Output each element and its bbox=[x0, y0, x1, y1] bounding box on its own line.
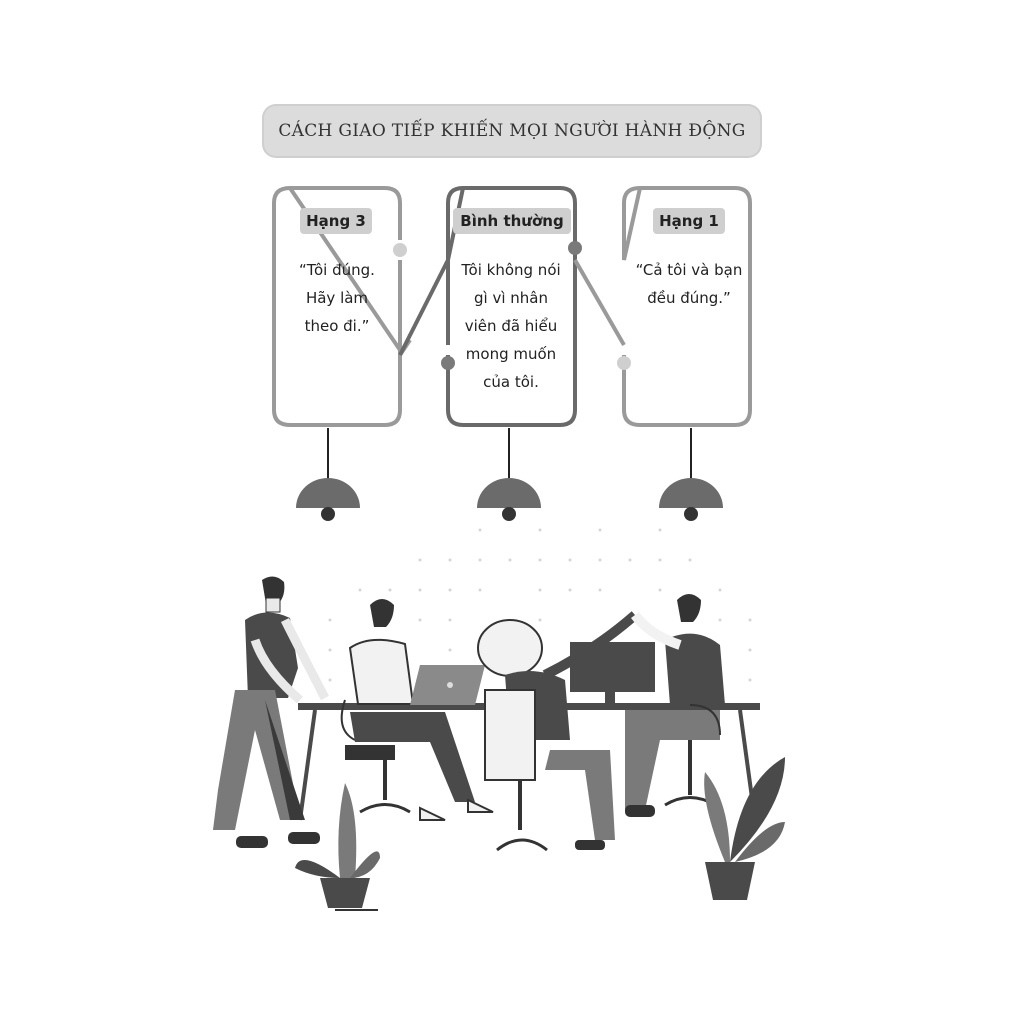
card-text-line: Tôi không nói bbox=[461, 261, 561, 279]
card-text-line: đều đúng.” bbox=[647, 289, 731, 307]
card-text-line: “Tôi đúng. bbox=[299, 261, 375, 279]
card-label-hang-1: Hạng 1 bbox=[653, 208, 725, 234]
card-text-line: “Cả tôi và bạn bbox=[635, 261, 743, 279]
card-text-line: của tôi. bbox=[483, 373, 539, 391]
card-connector-dot bbox=[441, 356, 455, 370]
card-text-line: Hãy làm bbox=[305, 289, 369, 307]
card-text-line: theo đi.” bbox=[304, 317, 370, 335]
card-label-binh-thuong: Bình thường bbox=[453, 208, 571, 234]
card-body-binh-thuong: Tôi không nói gì vì nhân viên đã hiểu mo… bbox=[436, 256, 586, 396]
card-text-line: viên đã hiểu bbox=[464, 317, 558, 335]
banner-title: CÁCH GIAO TIẾP KHIẾN MỌI NGƯỜI HÀNH ĐỘNG bbox=[278, 121, 746, 141]
card-text-line: mong muốn bbox=[465, 345, 557, 363]
seated-man-right-figure bbox=[625, 594, 725, 817]
title-banner: CÁCH GIAO TIẾP KHIẾN MỌI NGƯỜI HÀNH ĐỘNG bbox=[264, 106, 760, 156]
card-body-hang-3: “Tôi đúng. Hãy làm theo đi.” bbox=[262, 256, 412, 340]
standing-man-figure bbox=[213, 576, 329, 848]
pendant-lamp-icon bbox=[477, 428, 541, 521]
card-frame-binh-thuong bbox=[398, 185, 577, 427]
monitor-icon bbox=[570, 642, 655, 704]
card-connector-dot bbox=[393, 243, 407, 257]
potted-plant-icon bbox=[704, 757, 785, 900]
card-text-line: gì vì nhân bbox=[474, 289, 548, 307]
seated-man-laptop-figure bbox=[340, 599, 494, 821]
card-frame-hang-1 bbox=[573, 185, 752, 427]
card-connector-dot bbox=[617, 356, 631, 370]
potted-plant-icon bbox=[295, 783, 380, 911]
card-connector-dot bbox=[568, 241, 582, 255]
card-label-hang-3: Hạng 3 bbox=[300, 208, 372, 234]
dot-pattern bbox=[328, 528, 752, 682]
pendant-lamp-icon bbox=[659, 428, 723, 521]
pendant-lamp-icon bbox=[296, 428, 360, 521]
card-body-hang-1: “Cả tôi và bạn đều đúng.” bbox=[614, 256, 764, 312]
